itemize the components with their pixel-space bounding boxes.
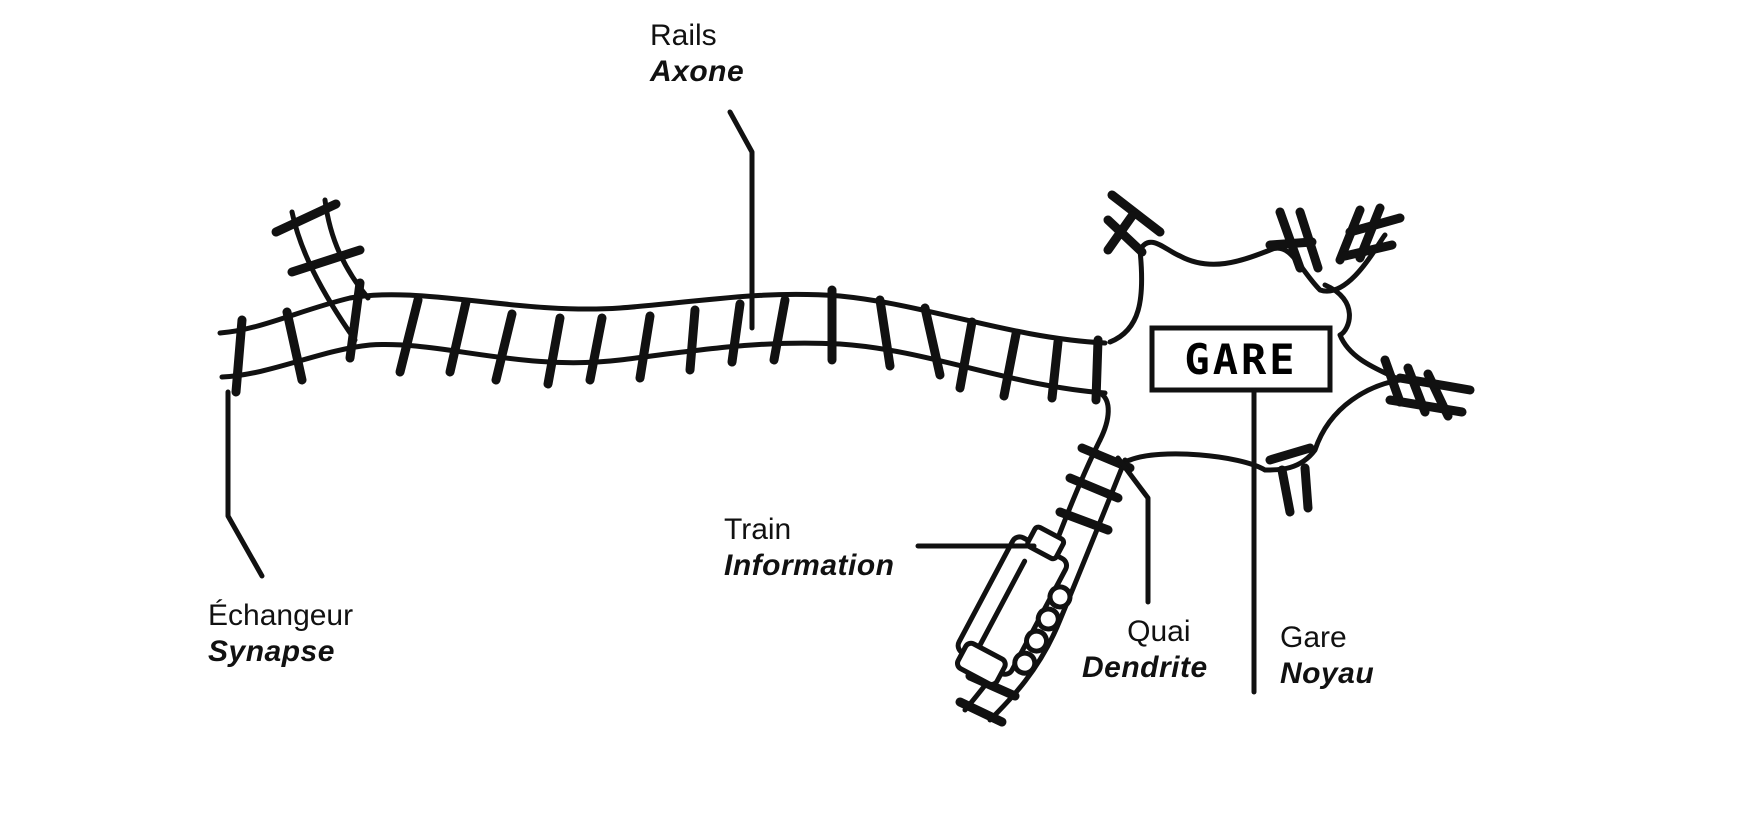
axon-ties <box>231 278 1103 405</box>
label-train-meaning: Information <box>724 549 895 582</box>
label-quai: Quai Dendrite <box>1082 614 1208 686</box>
label-rails: Rails Axone <box>650 18 744 90</box>
label-gare: Gare Noyau <box>1280 620 1374 692</box>
label-rails-meaning: Axone <box>650 55 745 88</box>
label-echangeur: Échangeur Synapse <box>208 598 353 670</box>
synapse-branch <box>271 197 371 343</box>
gare-sign-text: GARE <box>1184 335 1297 384</box>
label-train: Train Information <box>724 512 895 584</box>
gare-sign: GARE <box>1149 325 1333 695</box>
label-train-term: Train <box>724 513 792 546</box>
label-rails-term: Rails <box>650 19 717 52</box>
axon-track <box>217 278 1108 405</box>
label-gare-meaning: Noyau <box>1280 657 1375 690</box>
label-quai-term: Quai <box>1127 615 1191 648</box>
label-echangeur-term: Échangeur <box>208 599 354 632</box>
label-quai-meaning: Dendrite <box>1082 651 1208 684</box>
dendrite-stubs <box>1103 190 1475 517</box>
leader-lines <box>225 109 1151 605</box>
train-icon <box>954 524 1073 687</box>
label-echangeur-meaning: Synapse <box>208 635 335 668</box>
label-gare-term: Gare <box>1280 621 1347 654</box>
